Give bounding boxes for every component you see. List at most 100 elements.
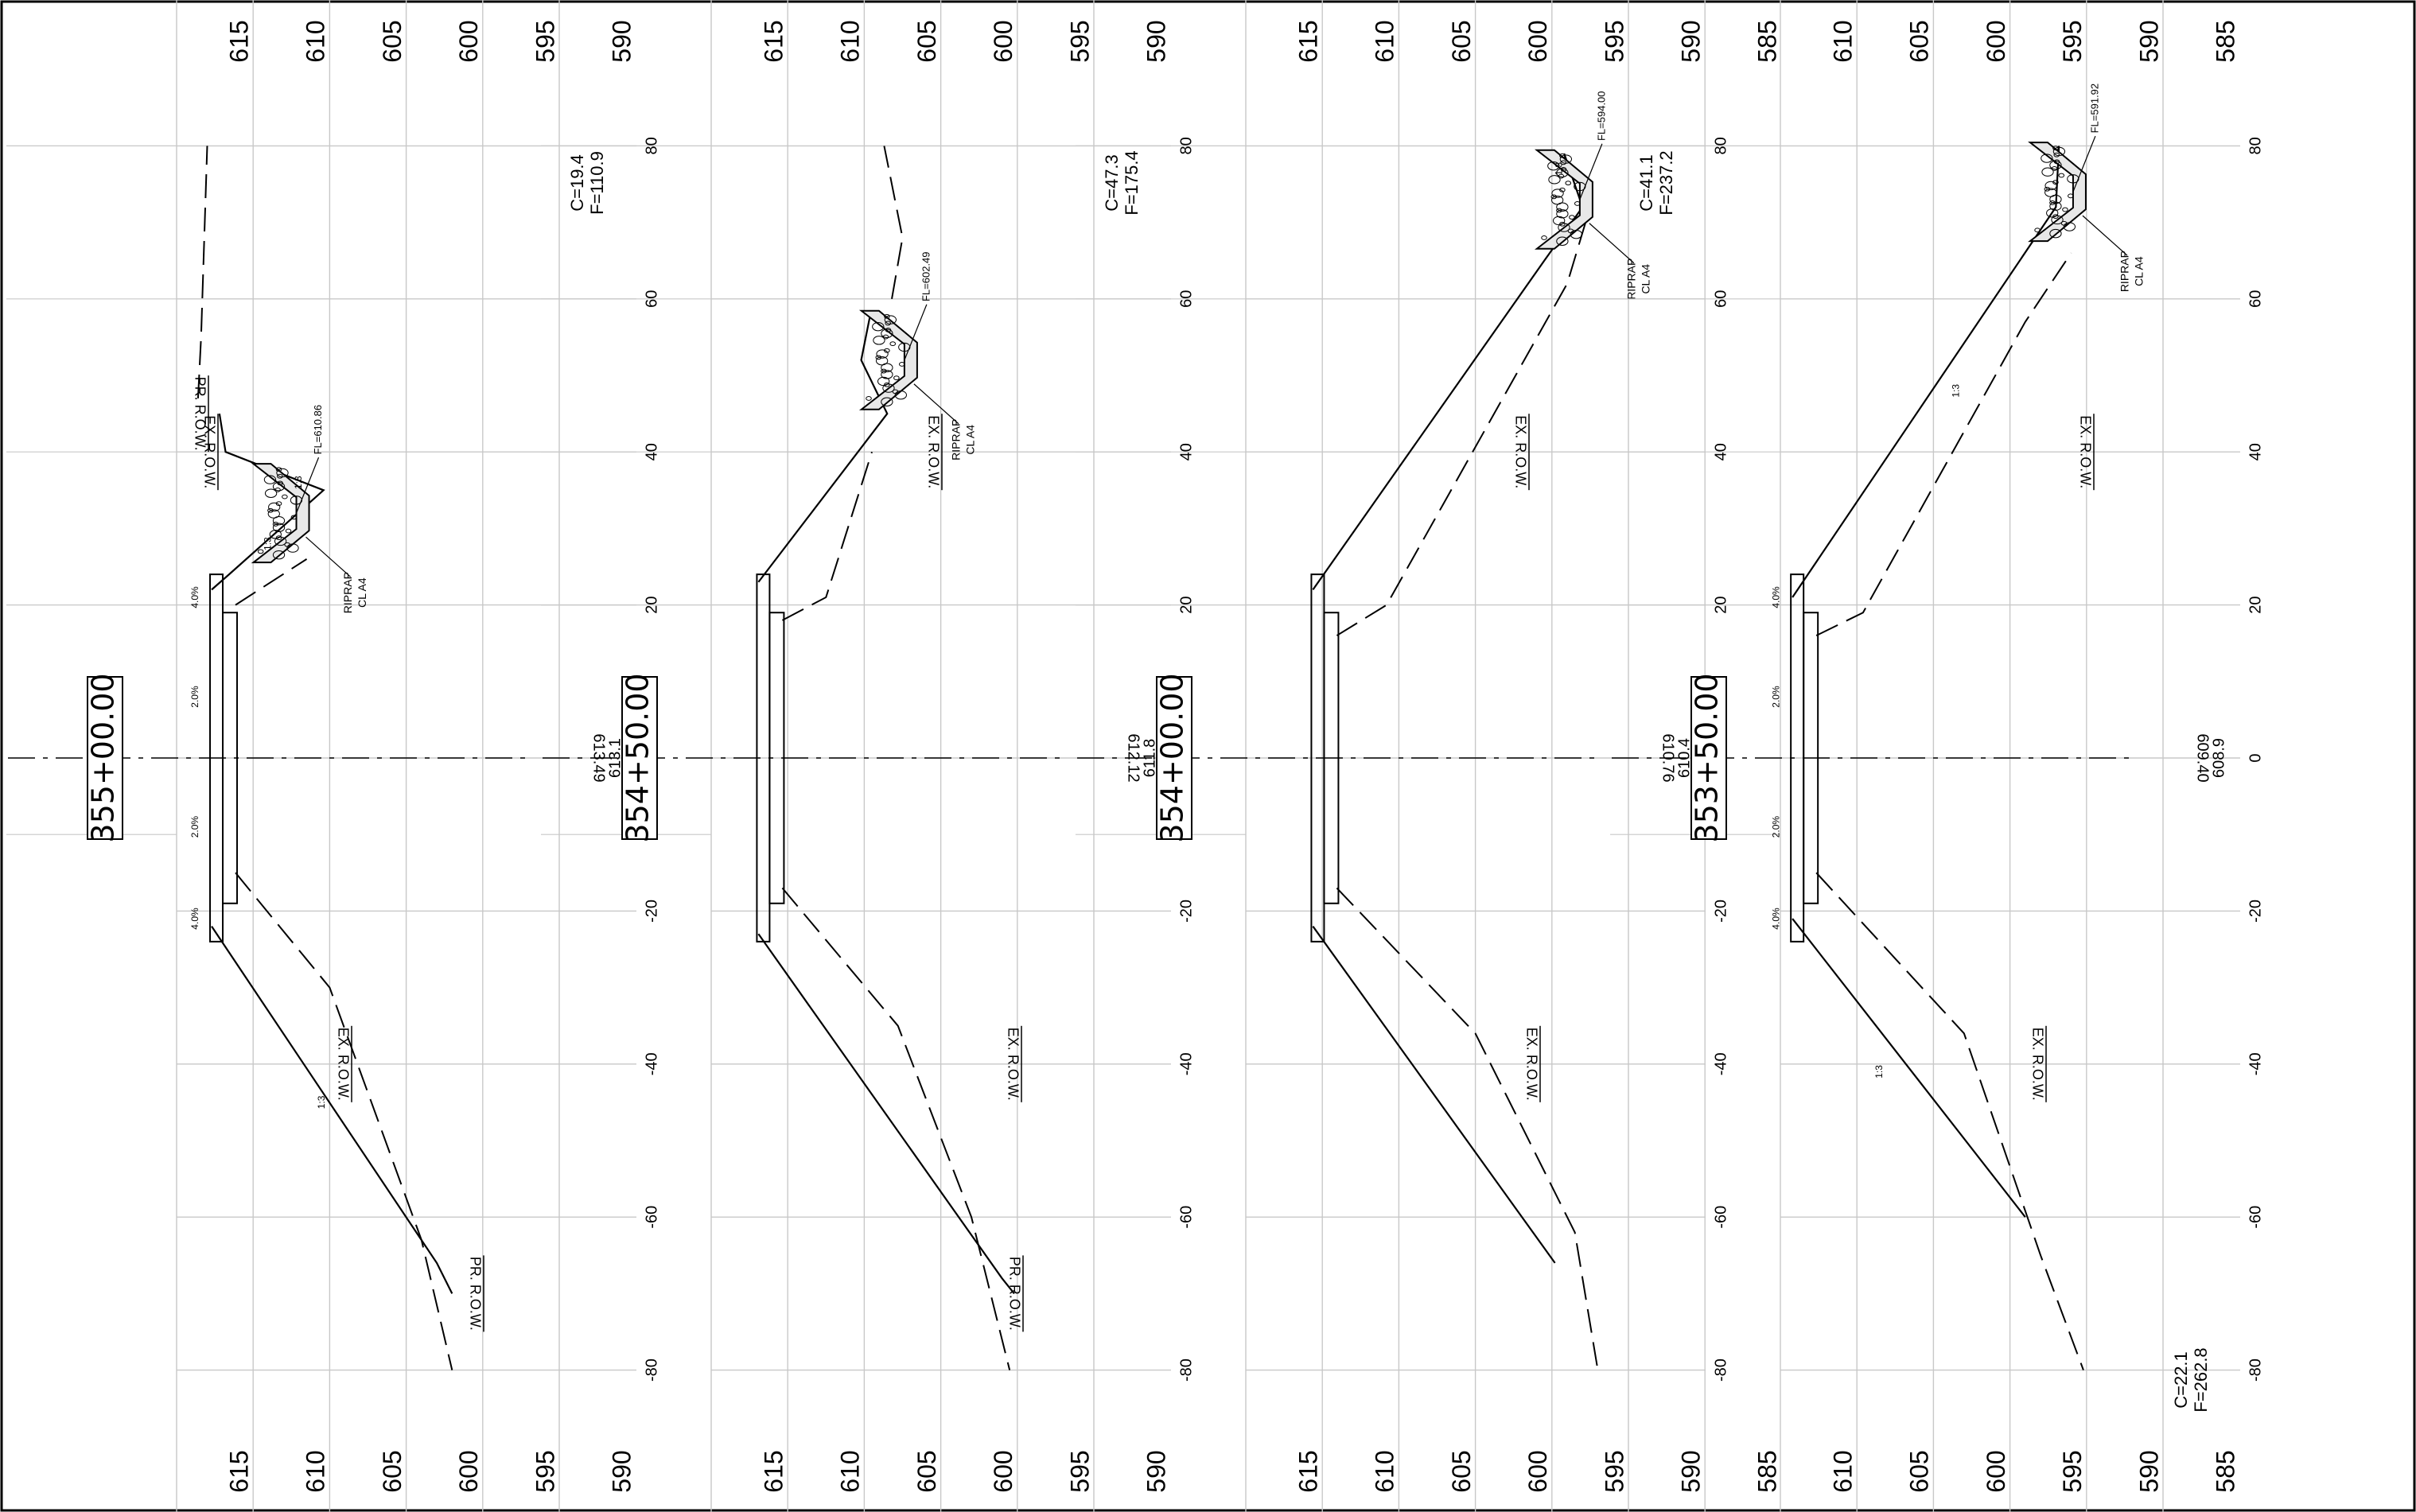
riprap-stone [872, 321, 885, 332]
flowline-leader [1579, 143, 1603, 200]
riprap-leader [1589, 223, 1635, 264]
riprap-stone [884, 382, 890, 387]
riprap-stone [881, 363, 893, 372]
existing-ground-right [1336, 222, 1587, 636]
riprap-class-label: CL A4 [964, 425, 977, 455]
riprap-stone [269, 530, 282, 539]
riprap-stone [2044, 188, 2057, 197]
proposed-slope-left [757, 933, 1015, 1295]
fill-volume-label: F=262.8 [2191, 1347, 2211, 1412]
proposed-slope-left [1792, 918, 2026, 1218]
flowline-leader [295, 457, 320, 514]
grade-elevation-existing: 608.9 [2210, 738, 2227, 778]
fill-volume-label: F=175.4 [1122, 150, 1142, 215]
elevation-tick-label: 610 [1828, 1450, 1857, 1492]
riprap-stone [274, 536, 287, 546]
flowline-leader [2072, 135, 2096, 192]
riprap-stone [866, 396, 872, 401]
side-slope-ratio: 1:3 [1950, 384, 1961, 398]
elevation-tick-label: 600 [989, 1450, 1017, 1492]
riprap-stone [2041, 154, 2053, 163]
elevation-tick-label: 590 [607, 1450, 636, 1492]
elevation-tick-label: 610 [302, 20, 330, 62]
riprap-stone [272, 550, 286, 560]
riprap-leader [305, 536, 351, 577]
riprap-stone [1541, 235, 1547, 240]
riprap-stone [267, 509, 280, 519]
riprap-stone [1547, 161, 1560, 171]
riprap-stone [877, 376, 890, 387]
row-label: EX. R.O.W. [201, 415, 217, 488]
station-label: 353+50.00 [1690, 673, 1725, 842]
riprap-stone [268, 502, 281, 512]
elevation-tick-label: 595 [531, 20, 559, 62]
proposed-slope-right [757, 313, 889, 583]
elevation-tick-label: 605 [1447, 20, 1476, 62]
elevation-tick-label: 605 [912, 1450, 941, 1492]
riprap-stone [2052, 214, 2059, 220]
elevation-tick-label: 595 [1600, 1450, 1628, 1492]
riprap-stone [282, 494, 288, 499]
side-slope-ratio: 1:3 [263, 537, 274, 550]
riprap-stone [275, 467, 282, 472]
station-label: 354+50.00 [621, 673, 656, 842]
riprap-stone [1553, 216, 1566, 226]
riprap-stone [1570, 229, 1583, 239]
riprap-stone [1560, 160, 1567, 165]
riprap-ditch [1534, 149, 1593, 250]
fill-volume-label: F=110.9 [587, 151, 607, 215]
riprap-stone [2046, 208, 2059, 218]
row-label: PR. R.O.W. [192, 377, 208, 451]
riprap-stone [272, 523, 286, 532]
offset-tick-label: -60 [643, 1206, 660, 1229]
section-panel [541, 0, 1171, 1512]
riprap-stone [2044, 186, 2051, 192]
riprap-stone [272, 481, 286, 492]
offset-tick-label: 80 [2247, 137, 2264, 154]
offset-tick-label: -60 [1177, 1206, 1195, 1229]
riprap-stone [2034, 227, 2041, 233]
offset-tick-label: -80 [1177, 1358, 1195, 1382]
offset-tick-label: -20 [2247, 900, 2264, 923]
existing-ground-right [781, 451, 873, 621]
cross-slope-label: 4.0% [1770, 908, 1781, 930]
cut-volume-label: C=19.4 [567, 154, 587, 212]
riprap-stone [257, 549, 264, 554]
riprap-leader [2082, 215, 2128, 256]
elevation-tick-label: 615 [1294, 20, 1322, 62]
riprap-stone [1556, 208, 1562, 213]
station-label-box [621, 676, 658, 840]
elevation-tick-label: 615 [1294, 1450, 1322, 1492]
elevation-tick-label: 610 [302, 1450, 330, 1492]
offset-tick-label: -20 [1177, 900, 1195, 923]
riprap-stone [272, 522, 279, 527]
riprap-stone [2052, 180, 2059, 185]
riprap-stone [881, 370, 893, 379]
elevation-tick-label: 600 [1523, 1450, 1552, 1492]
existing-ground-left [235, 872, 453, 1370]
subbase-layer [1323, 612, 1340, 904]
riprap-label: RIPRAP [2118, 251, 2131, 292]
riprap-stone [267, 507, 274, 513]
riprap-stone [2052, 146, 2059, 151]
elevation-tick-label: 600 [454, 20, 483, 62]
elevation-tick-label: 600 [989, 20, 1017, 62]
offset-tick-label: -40 [1177, 1052, 1195, 1075]
riprap-stone [2051, 166, 2058, 171]
riprap-stone [2049, 194, 2062, 204]
riprap-stone [275, 501, 282, 507]
sections-root: 6156156106106056056006005955955905908060… [6, 0, 2264, 1512]
elevation-tick-label: 615 [759, 1450, 788, 1492]
offset-tick-label: -60 [1712, 1206, 1729, 1229]
grade-elevation-proposed: 609.40 [2194, 733, 2212, 782]
side-slope-ratio: 1:3 [293, 476, 304, 489]
cut-volume-label: C=22.1 [2171, 1351, 2191, 1409]
elevation-tick-label: 585 [1753, 1450, 1782, 1492]
elevation-tick-label: 605 [1905, 1450, 1934, 1492]
proposed-slope-left [1312, 925, 1556, 1264]
cross-slope-label: 4.0% [189, 586, 200, 608]
riprap-stone [286, 543, 299, 553]
riprap-stone [1559, 221, 1566, 227]
riprap-stone [1574, 201, 1581, 206]
